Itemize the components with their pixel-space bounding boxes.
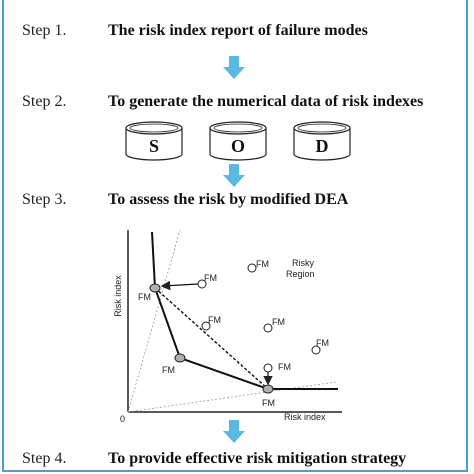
guide-ray-upper [127, 229, 181, 413]
step-1-label: Step 1. [22, 22, 67, 39]
dea-frontier-diagram: Risk index Risk index 0 Risky Region FM … [113, 229, 342, 424]
diagram-frame [2, 0, 468, 472]
fm-label: FM [208, 315, 221, 325]
step-3-title: To assess the risk by modified DEA [108, 191, 349, 208]
database-s: S [124, 120, 184, 162]
fm-label: FM [262, 398, 275, 408]
origin-label: 0 [120, 414, 125, 424]
step-4-label: Step 4. [22, 450, 67, 467]
database-icon [209, 121, 267, 161]
database-o-letter: O [230, 136, 245, 156]
fm-label: FM [162, 365, 175, 375]
y-axis-title: Risk index [113, 275, 123, 317]
efficient-frontier [151, 231, 338, 390]
fm-label: FM [138, 292, 151, 302]
fm-label: FM [316, 338, 329, 348]
step-2-label: Step 2. [22, 93, 67, 110]
failure-mode-point [311, 345, 321, 355]
database-o: O [208, 120, 268, 162]
step-2-title: To generate the numerical data of risk i… [108, 93, 424, 110]
database-d-letter: D [315, 136, 329, 156]
fm-label: FM [272, 317, 285, 327]
down-arrow-icon [223, 56, 245, 79]
risky-region-label-line2: Region [286, 269, 315, 279]
fm-label: FM [256, 259, 269, 269]
frontier-point [174, 353, 186, 363]
projection-arrow-horizontal [160, 280, 199, 291]
database-icon [293, 121, 351, 161]
down-arrow-icon [223, 420, 245, 443]
down-arrow-icon [223, 164, 245, 187]
risky-region-label-line1: Risky [292, 258, 314, 268]
frontier-projection-line [154, 287, 269, 390]
guide-ray-lower [127, 381, 337, 413]
frontier-point [149, 283, 161, 293]
failure-mode-point [263, 363, 273, 373]
failure-mode-point [263, 323, 273, 333]
fm-label: FM [204, 273, 217, 283]
failure-mode-point [197, 279, 207, 289]
database-icon [125, 121, 183, 161]
fm-label: FM [278, 362, 291, 372]
step-3-label: Step 3. [22, 191, 67, 208]
step-1-title: The risk index report of failure modes [108, 22, 368, 39]
database-s-letter: S [148, 136, 159, 156]
x-axis-title: Risk index [284, 412, 326, 422]
failure-mode-point [201, 321, 211, 331]
database-d: D [292, 120, 352, 162]
step-4-title: To provide effective risk mitigation str… [108, 450, 407, 467]
failure-mode-point [247, 263, 257, 273]
frontier-point [262, 384, 274, 394]
